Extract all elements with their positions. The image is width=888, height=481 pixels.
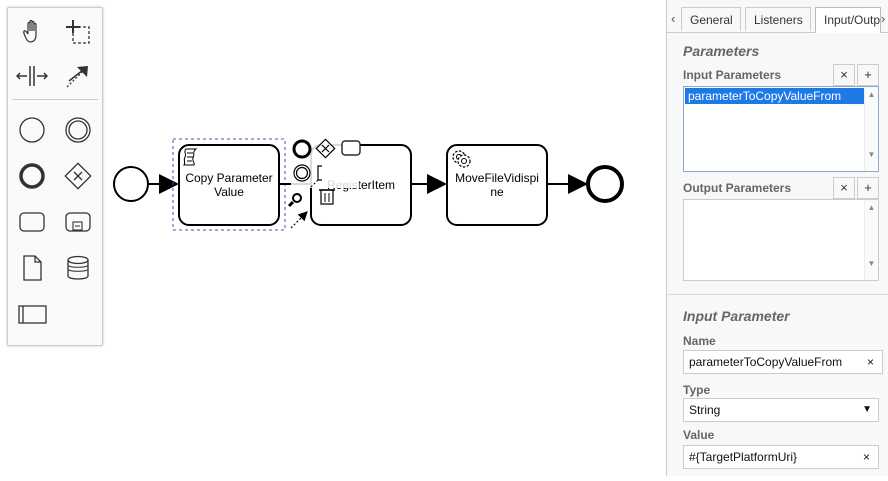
append-end-event-icon[interactable] bbox=[292, 139, 312, 159]
add-input-button[interactable]: + bbox=[857, 64, 879, 86]
input-parameters-list[interactable]: parameterToCopyValueFrom ▲ ▼ bbox=[683, 86, 879, 172]
name-label: Name bbox=[683, 334, 716, 348]
list-scrollbar[interactable]: ▲ ▼ bbox=[864, 200, 878, 280]
value-text: #{TargetPlatformUri} bbox=[689, 450, 798, 464]
name-input[interactable]: parameterToCopyValueFrom × bbox=[683, 350, 883, 374]
end-event[interactable] bbox=[586, 165, 624, 203]
chevron-down-icon: ▼ bbox=[862, 404, 872, 415]
lasso-tool-icon[interactable] bbox=[55, 9, 101, 55]
palette-separator bbox=[12, 99, 98, 100]
text-annotation-icon[interactable] bbox=[309, 165, 322, 189]
output-parameters-list[interactable]: ▲ ▼ bbox=[683, 199, 879, 281]
tab-bar: ‹ General Listeners Input/Output › bbox=[667, 7, 888, 33]
tab-scroll-right-icon[interactable]: › bbox=[881, 11, 886, 26]
hand-tool-icon[interactable] bbox=[9, 9, 55, 55]
task-icon[interactable] bbox=[9, 199, 55, 245]
name-value: parameterToCopyValueFrom bbox=[689, 355, 843, 369]
task-label: MoveFileVidispi bbox=[455, 171, 539, 185]
gateway-icon[interactable] bbox=[55, 153, 101, 199]
connect-icon[interactable] bbox=[290, 211, 308, 229]
subprocess-icon[interactable] bbox=[55, 199, 101, 245]
task-copy-parameter-value[interactable]: Copy Parameter Value bbox=[178, 144, 280, 226]
space-tool-icon[interactable] bbox=[9, 53, 55, 99]
value-input[interactable]: #{TargetPlatformUri} × bbox=[683, 445, 879, 469]
tab-listeners[interactable]: Listeners bbox=[745, 7, 811, 31]
tab-input-output[interactable]: Input/Output bbox=[815, 7, 881, 33]
properties-panel: ‹ General Listeners Input/Output › Param… bbox=[666, 0, 888, 476]
script-task-icon bbox=[183, 148, 198, 166]
data-store-icon[interactable] bbox=[55, 245, 101, 291]
change-type-icon[interactable] bbox=[287, 193, 302, 208]
add-output-button[interactable]: + bbox=[857, 177, 879, 199]
diagram-svg[interactable]: Copy Parameter Value RegisterItem bbox=[0, 0, 666, 476]
end-event-icon[interactable] bbox=[9, 153, 55, 199]
connect-tool-icon[interactable] bbox=[55, 53, 101, 99]
start-event[interactable] bbox=[113, 166, 149, 202]
remove-output-button[interactable]: × bbox=[833, 177, 855, 199]
data-object-icon[interactable] bbox=[9, 245, 55, 291]
task-label: ne bbox=[490, 185, 504, 199]
input-parameters-label: Input Parameters bbox=[683, 68, 782, 82]
append-gateway-icon[interactable] bbox=[315, 138, 336, 159]
bpmn-canvas[interactable]: Copy Parameter Value RegisterItem bbox=[0, 0, 666, 476]
output-parameters-label: Output Parameters bbox=[683, 181, 792, 195]
intermediate-event-icon[interactable] bbox=[55, 107, 101, 153]
service-task-icon bbox=[452, 150, 471, 168]
type-value: String bbox=[689, 403, 721, 417]
panel-divider bbox=[667, 294, 888, 295]
task-move-file-vidispine[interactable]: MoveFileVidispi ne bbox=[446, 144, 548, 226]
type-select[interactable]: String ▼ bbox=[683, 398, 879, 422]
group-title-parameters: Parameters bbox=[683, 43, 760, 59]
clear-value-button[interactable]: × bbox=[862, 450, 870, 464]
append-intermediate-event-icon[interactable] bbox=[293, 164, 311, 182]
list-item[interactable]: parameterToCopyValueFrom bbox=[685, 88, 864, 104]
append-task-icon[interactable] bbox=[341, 140, 361, 156]
context-pad[interactable] bbox=[287, 138, 361, 229]
group-title-input-parameter: Input Parameter bbox=[683, 308, 790, 324]
participant-icon[interactable] bbox=[9, 291, 55, 337]
remove-input-button[interactable]: × bbox=[833, 64, 855, 86]
type-label: Type bbox=[683, 383, 711, 397]
list-scrollbar[interactable]: ▲ ▼ bbox=[864, 87, 878, 171]
task-label: Value bbox=[214, 185, 244, 199]
value-label: Value bbox=[683, 428, 715, 442]
delete-icon[interactable] bbox=[319, 189, 335, 205]
tab-general[interactable]: General bbox=[681, 7, 741, 31]
tab-scroll-left-icon[interactable]: ‹ bbox=[671, 11, 676, 26]
clear-name-button[interactable]: × bbox=[866, 355, 874, 369]
start-event-icon[interactable] bbox=[9, 107, 55, 153]
task-label: Copy Parameter bbox=[185, 171, 272, 185]
tool-palette bbox=[7, 7, 103, 346]
